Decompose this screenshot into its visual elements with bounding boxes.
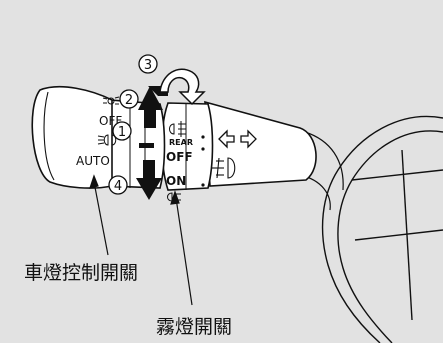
lever-body — [31, 86, 317, 191]
front-fog-icon — [212, 157, 236, 179]
low-beam-icon — [97, 134, 117, 146]
up-arrow — [138, 86, 168, 128]
callout-4: 4 — [108, 175, 128, 195]
fog-switch-leader — [170, 190, 193, 306]
fog-rear-label: REAR — [169, 138, 193, 147]
svg-text:4: 4 — [114, 179, 122, 194]
headlight-auto-label: AUTO — [76, 154, 110, 168]
svg-text:2: 2 — [125, 93, 133, 108]
down-arrow — [136, 160, 162, 200]
svg-text:3: 3 — [144, 58, 152, 73]
position-marks — [139, 135, 205, 187]
callout-1: 1 — [112, 121, 132, 141]
svg-text:1: 1 — [118, 125, 126, 140]
callout-3: 3 — [138, 54, 158, 74]
callout-2: 2 — [119, 89, 139, 109]
fog-on-label: ON — [166, 174, 186, 188]
headlight-switch-leader — [89, 174, 109, 256]
rotate-arrow-icon — [159, 68, 206, 106]
fog-off-label: OFF — [166, 150, 193, 164]
steering-wheel — [321, 115, 443, 343]
fog-light-switch-label: 霧燈開關 — [156, 316, 232, 338]
parking-light-icon — [102, 96, 120, 105]
headlight-switch-label: 車燈控制開關 — [24, 262, 138, 284]
turn-signal-arrows-icon — [218, 129, 257, 149]
rear-fog-icon — [169, 121, 186, 137]
